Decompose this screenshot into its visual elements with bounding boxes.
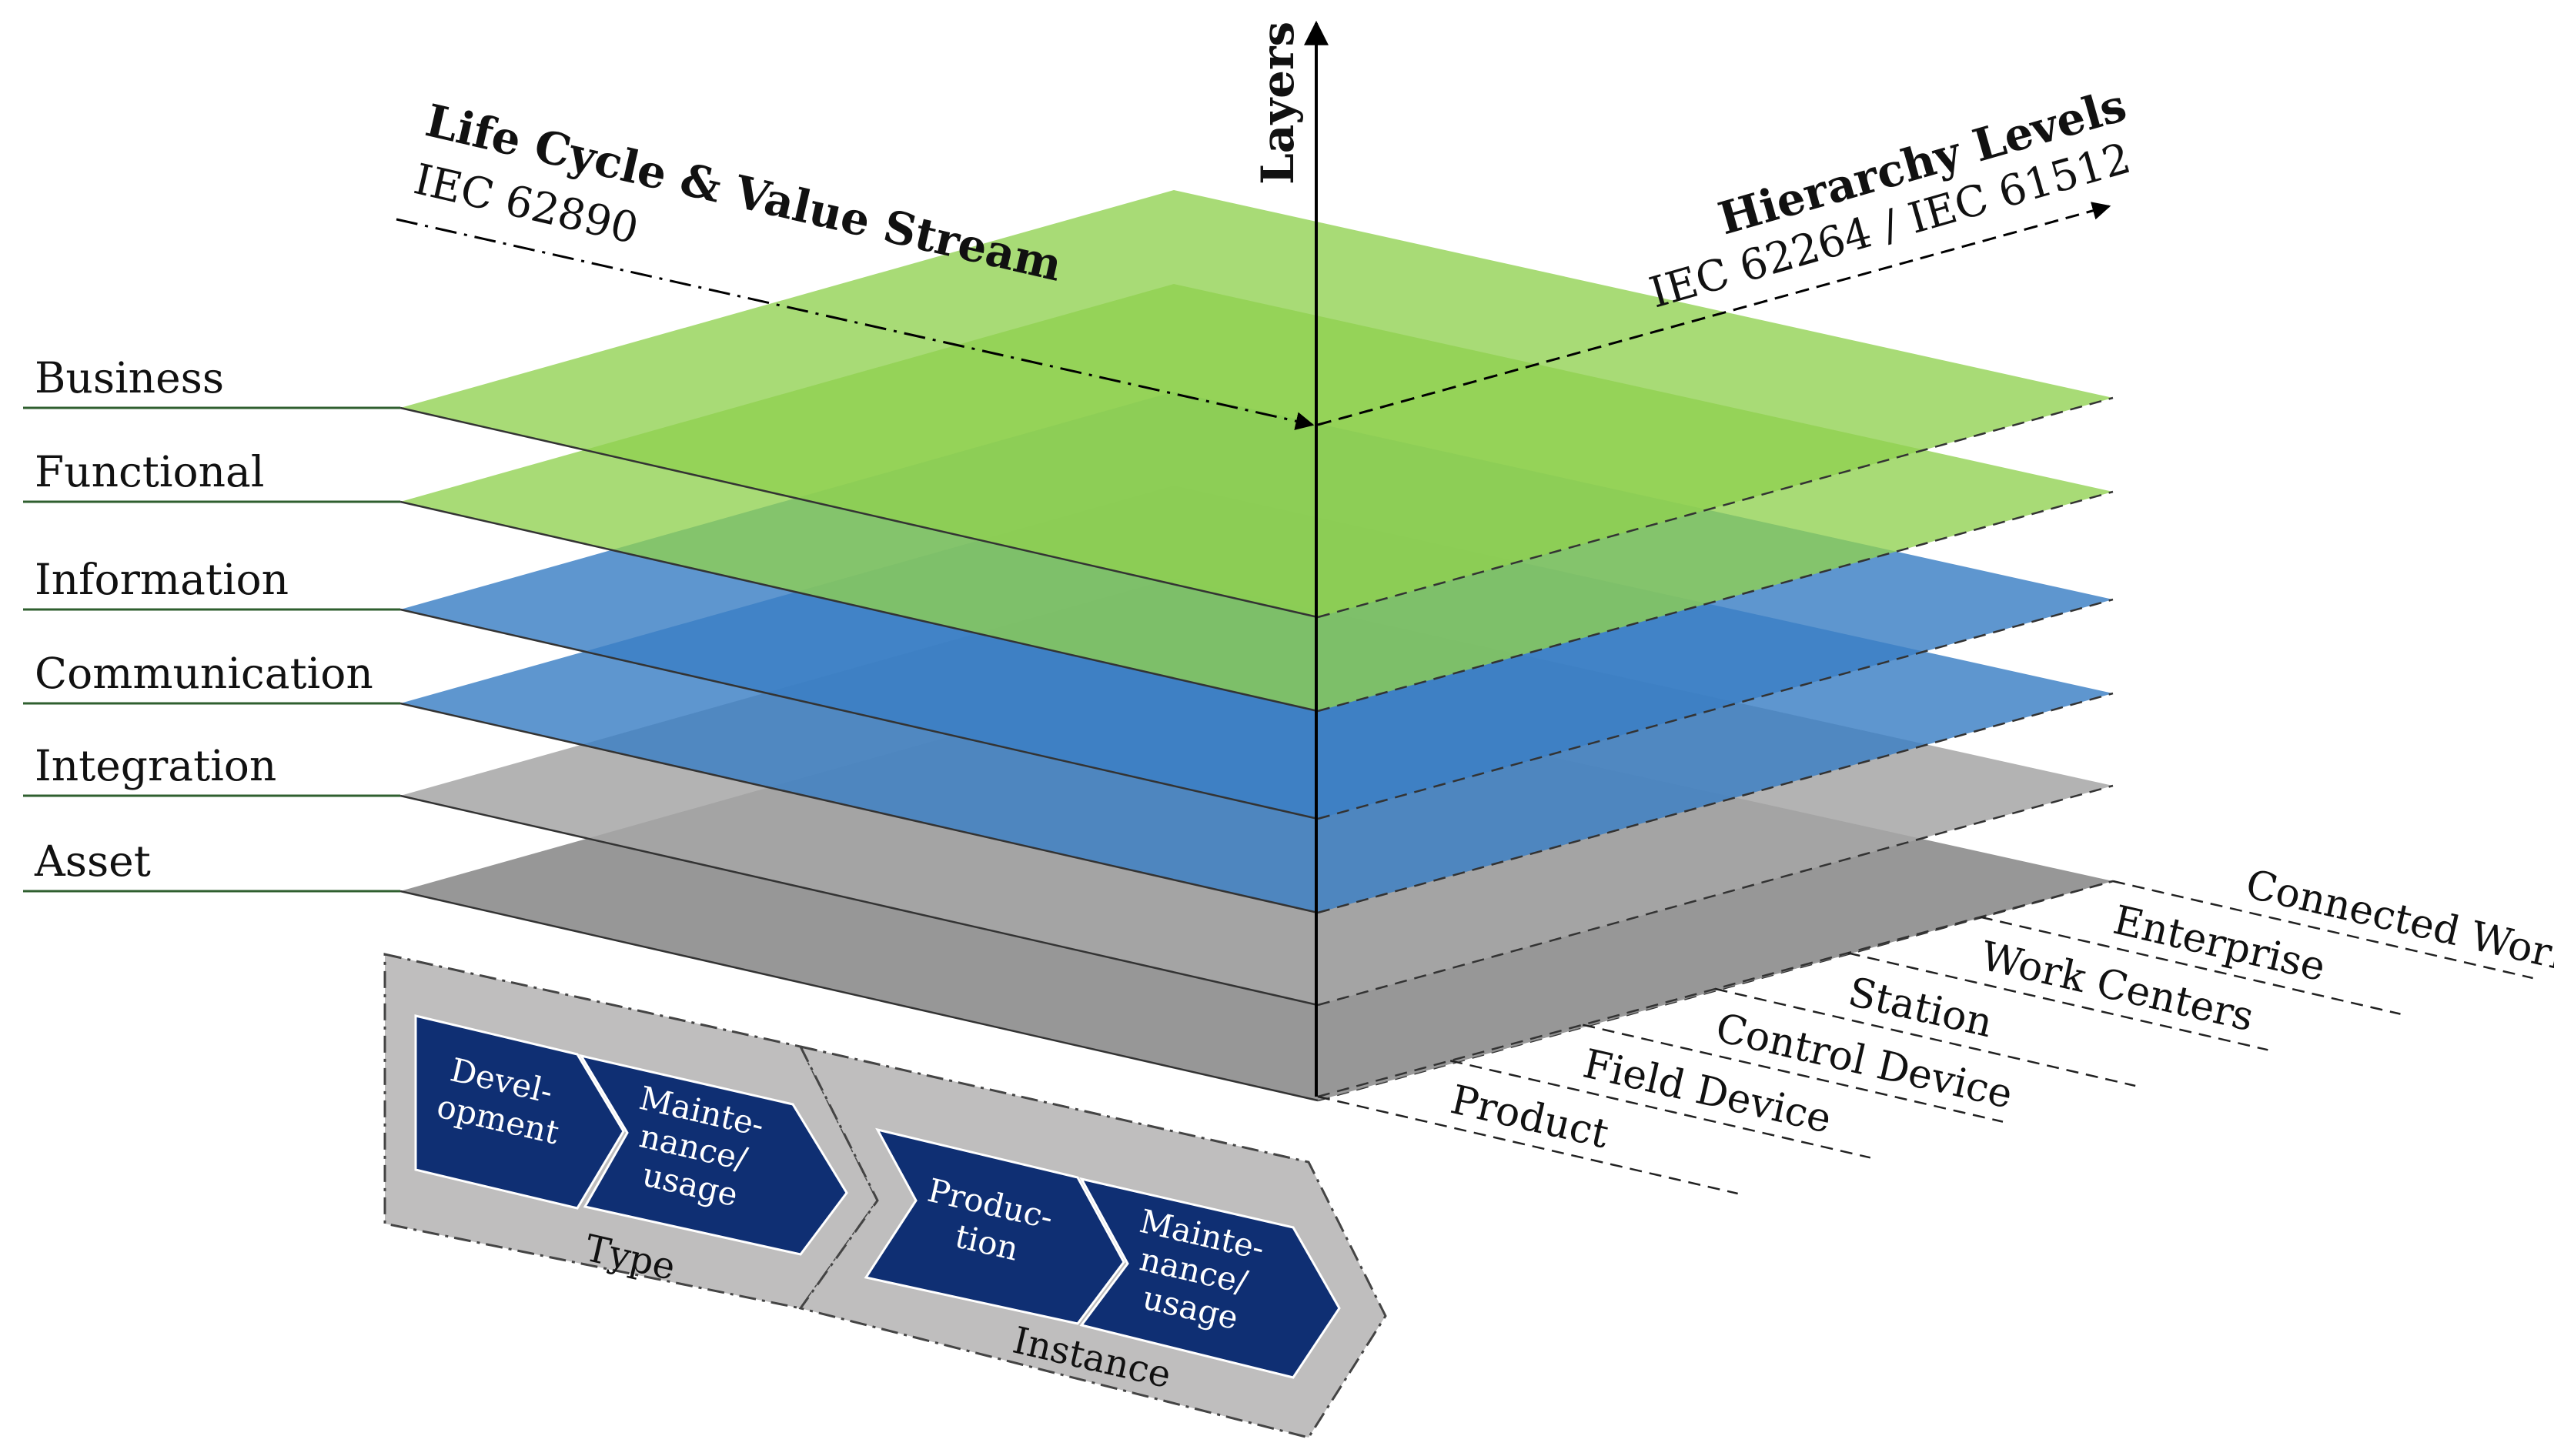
hierarchy-line-field-device: [1449, 1060, 1871, 1159]
layer-edge-asset: [399, 890, 1319, 1102]
layer-edge-integration: [399, 794, 1319, 1007]
layer-planes: [399, 190, 2114, 1102]
hierarchy-line-connected-world: [2112, 880, 2533, 980]
layer-label-information: Information: [35, 555, 289, 604]
life-cycle-panel: Devel- opment Mainte- nance/ usage Produ…: [383, 953, 1387, 1439]
layer-edge-functional: [399, 500, 1319, 713]
asset-side-right: [1318, 881, 2113, 1100]
hierarchy-label-product: Product: [1446, 1077, 1613, 1157]
layer-plane-business: [400, 190, 2113, 617]
chevron-development: [414, 1014, 625, 1210]
hierarchy-line-control-device: [1583, 1024, 2004, 1123]
layer-edge-dashed-business: [1317, 396, 2114, 619]
hierarchy-line-work-centers: [1847, 952, 2268, 1051]
layer-edge-dashed-integration: [1317, 784, 2114, 1007]
hierarchy-axis: [1317, 202, 2111, 426]
chevron-maintenance-type: [578, 1054, 848, 1256]
layer-label-functional: Functional: [35, 447, 264, 496]
layer-edge-information: [399, 608, 1319, 820]
layer-label-business: Business: [35, 353, 224, 402]
layer-label-integration: Integration: [35, 741, 276, 790]
layer-edge-dashed-information: [1317, 598, 2114, 820]
chevron-maintenance-instance: [1079, 1177, 1341, 1379]
layer-edge-dashed-functional: [1317, 490, 2114, 713]
layer-label-communication: Communication: [35, 649, 373, 698]
layers-axis-title: Layers: [1252, 22, 1304, 185]
layer-label-asset: Asset: [34, 837, 151, 886]
svg-text:Devel- opment: Devel- opment: [433, 1050, 571, 1152]
layer-edge-business: [399, 406, 1319, 619]
hierarchy-label-station: Station: [1844, 969, 1997, 1047]
layer-edge-dashed-communication: [1317, 692, 2114, 914]
hierarchy-line-enterprise: [1980, 916, 2401, 1015]
hierarchy-line-station: [1715, 987, 2136, 1087]
layer-edge-communication: [399, 702, 1319, 914]
layer-labels: Asset Integration Communication Information…: [23, 353, 400, 893]
hierarchy-line-product: [1317, 1095, 1738, 1195]
chevron-production: [864, 1127, 1125, 1325]
